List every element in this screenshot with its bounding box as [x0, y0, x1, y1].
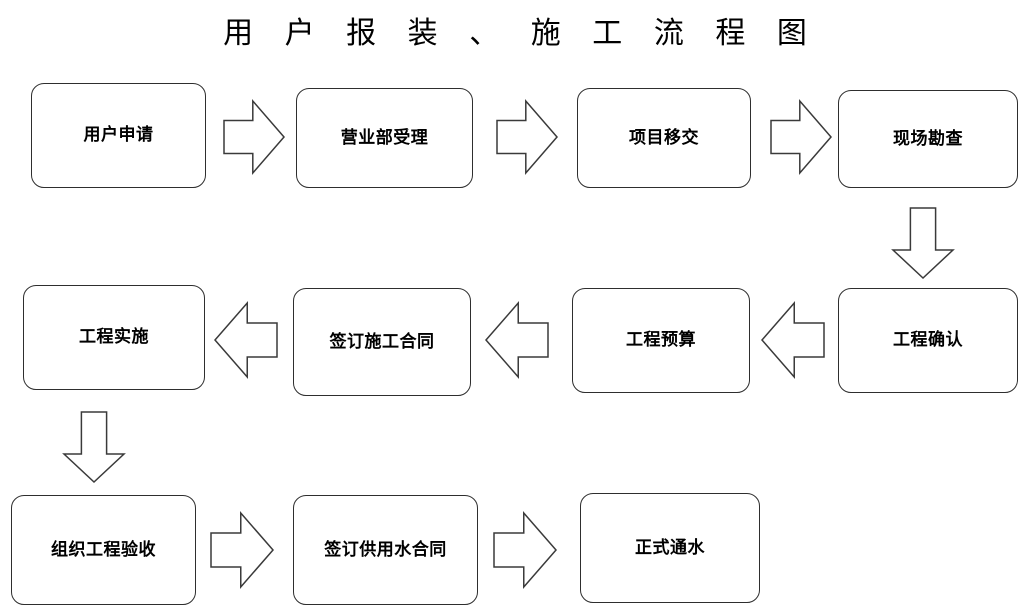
flow-node[interactable]: 工程预算 [572, 288, 750, 393]
flow-node[interactable]: 工程实施 [23, 285, 205, 390]
flow-node[interactable]: 营业部受理 [296, 88, 473, 188]
flow-node-label: 用户申请 [83, 125, 154, 145]
arrow-right-icon [493, 510, 557, 590]
flow-node-label: 工程预算 [626, 330, 696, 350]
flow-node[interactable]: 项目移交 [577, 88, 751, 188]
flow-node-label: 签订供用水合同 [324, 539, 447, 560]
arrow-left-icon [761, 300, 825, 380]
flow-node-label: 现场勘查 [893, 128, 963, 149]
arrow-right-icon [770, 98, 832, 176]
page-title: 用 户 报 装 、 施 工 流 程 图 [223, 16, 818, 51]
arrow-down-icon [62, 411, 126, 484]
arrow-right-icon [496, 98, 558, 176]
flow-node-label: 工程实施 [79, 327, 149, 347]
flow-node[interactable]: 用户申请 [31, 83, 206, 188]
flow-node-label: 签订施工合同 [329, 331, 435, 352]
arrow-right-icon [223, 98, 285, 176]
flow-node[interactable]: 现场勘查 [838, 90, 1018, 188]
flow-node[interactable]: 工程确认 [838, 288, 1018, 393]
flow-node[interactable]: 正式通水 [580, 493, 760, 603]
flow-node[interactable]: 签订供用水合同 [293, 495, 478, 605]
flow-node[interactable]: 签订施工合同 [293, 288, 471, 396]
flow-node-label: 项目移交 [629, 127, 699, 148]
flow-node[interactable]: 组织工程验收 [11, 495, 196, 605]
flow-node-label: 营业部受理 [340, 127, 429, 148]
flow-node-label: 正式通水 [635, 537, 705, 558]
arrow-right-icon [210, 510, 274, 590]
arrow-down-icon [891, 207, 955, 280]
flow-node-label: 工程确认 [893, 330, 963, 350]
arrow-left-icon [214, 300, 278, 380]
flow-node-label: 组织工程验收 [51, 539, 156, 560]
arrow-left-icon [485, 300, 549, 380]
